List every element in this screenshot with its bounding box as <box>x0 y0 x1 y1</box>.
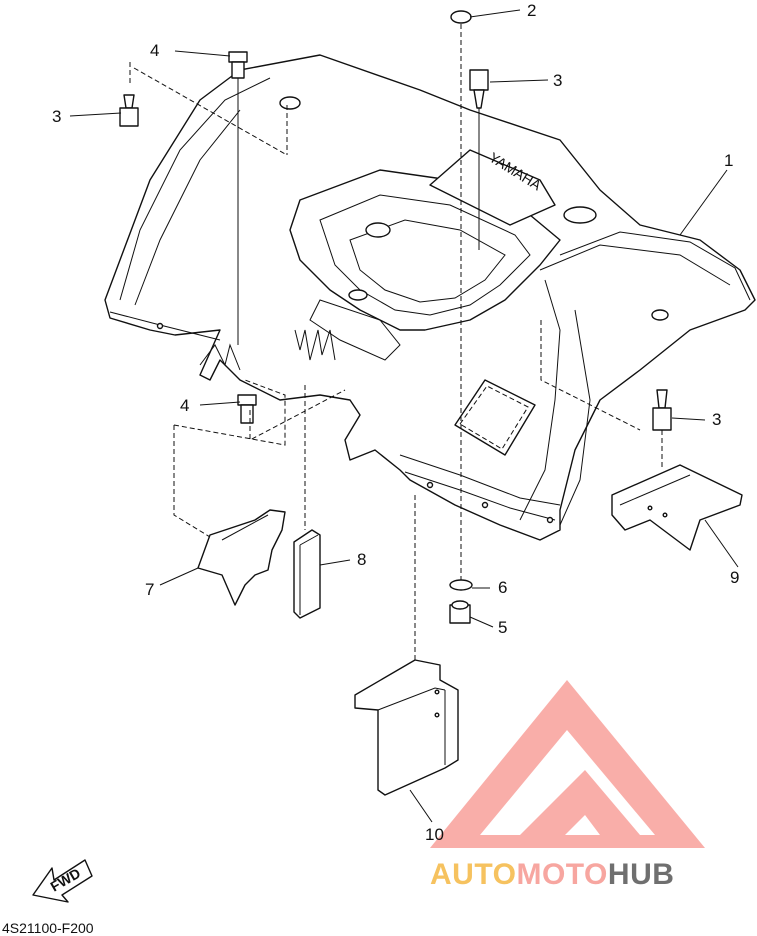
bolt-4-lower <box>237 394 257 424</box>
drawing-code: 4S21100-F200 <box>2 920 94 936</box>
mud-flap-7 <box>197 509 286 606</box>
cover-9 <box>611 464 743 551</box>
screw-3-left <box>119 94 139 127</box>
callout-10: 10 <box>425 825 444 844</box>
rear-fender: YAMAHA <box>104 54 756 541</box>
watermark-logo <box>430 680 705 848</box>
callout-6: 6 <box>498 578 507 597</box>
callout-4-top: 4 <box>150 41 159 60</box>
watermark-text: AUTOMOTOHUB <box>430 858 674 891</box>
callout-9: 9 <box>730 568 739 587</box>
cap-2 <box>450 10 472 24</box>
screw-3-right <box>652 389 672 431</box>
callout-4-lower: 4 <box>180 396 189 415</box>
nut-5 <box>449 600 471 624</box>
splash-panel-10 <box>354 659 459 796</box>
callout-3-left: 3 <box>52 107 61 126</box>
svg-text:AUTOMOTOHUB: AUTOMOTOHUB <box>430 858 674 891</box>
callout-8: 8 <box>357 550 366 569</box>
watermark-g-shape <box>520 770 640 835</box>
clip-6 <box>449 579 473 591</box>
watermark-hub: HUB <box>608 858 675 891</box>
watermark-moto: MOTO <box>516 858 607 891</box>
bolt-4-top <box>228 51 248 345</box>
screw-3-upper <box>469 69 489 250</box>
callout-1: 1 <box>724 151 733 170</box>
callout-5: 5 <box>498 618 507 637</box>
callout-3-upper: 3 <box>553 71 562 90</box>
callout-3-right: 3 <box>712 410 721 429</box>
callout-7: 7 <box>145 580 154 599</box>
callout-2: 2 <box>527 1 536 20</box>
leader-lines <box>69 9 739 823</box>
forward-direction-arrow: FWD <box>32 859 93 903</box>
watermark-auto: AUTO <box>430 858 516 891</box>
guard-8 <box>293 529 321 619</box>
